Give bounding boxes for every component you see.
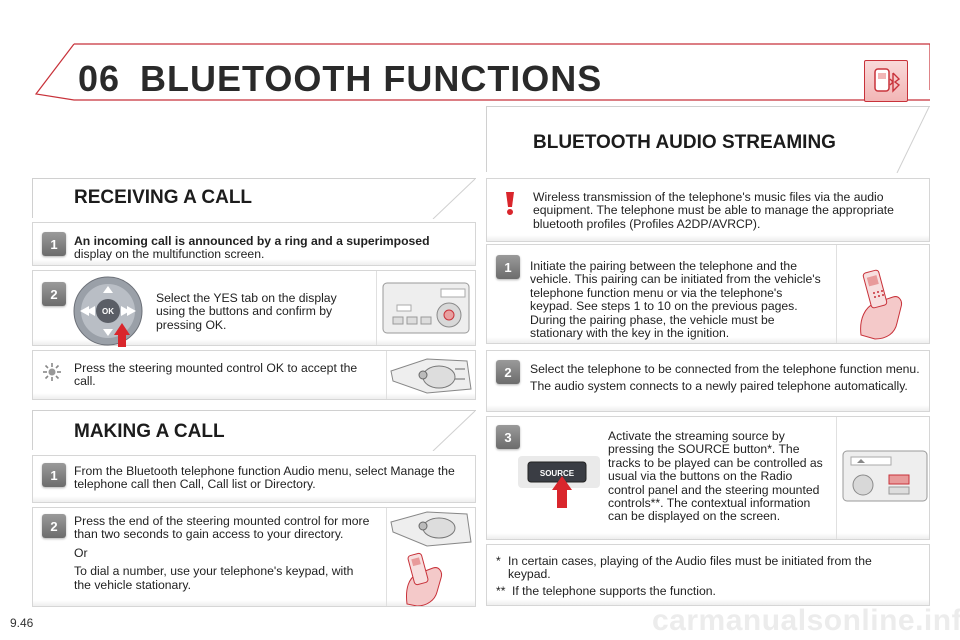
making-step-2-main: Press the end of the steering mounted co…	[74, 514, 370, 542]
receiving-section-frame	[32, 178, 476, 219]
streaming-warning	[486, 178, 930, 242]
ok-label: OK	[102, 307, 114, 316]
streaming-notes	[486, 544, 930, 606]
step-badge-1: 1	[42, 463, 66, 487]
receiving-step-3-text: Press the steering mounted control OK to…	[74, 361, 358, 389]
receiving-step-1-bold: An incoming call is announced by a ring …	[74, 234, 430, 248]
note-1-mark: *	[496, 554, 501, 568]
radio-panel-illustration	[376, 271, 475, 345]
receiving-step-2-text: Select the YES tab on the display using …	[156, 291, 337, 332]
streaming-step-3-text: Activate the streaming source by pressin…	[608, 429, 823, 524]
streaming-section-title: BLUETOOTH AUDIO STREAMING	[533, 132, 836, 153]
making-step-1	[32, 455, 476, 503]
making-step-2-alt: To dial a number, use your telephone's k…	[74, 564, 354, 592]
note-2-mark: **	[496, 584, 506, 598]
source-button-illustration: SOURCE	[518, 456, 600, 508]
chapter-number: 06	[78, 58, 121, 99]
header-frame	[34, 43, 930, 101]
steering-control-illustration	[386, 508, 475, 607]
receiving-step-1	[32, 222, 476, 266]
phone-in-hand-icon	[406, 552, 442, 607]
phone-in-hand-icon	[860, 269, 902, 340]
streaming-step-1-text: Initiate the pairing between the telepho…	[530, 259, 821, 341]
note-1-text: In certain cases, playing of the Audio f…	[507, 554, 872, 582]
bluetooth-phone-icon	[864, 60, 908, 102]
step-badge-1: 1	[496, 255, 520, 279]
note-2: ** If the telephone supports the functio…	[496, 584, 916, 598]
streaming-step-2-text: Select the telephone to be connected fro…	[530, 362, 920, 394]
source-button-label: SOURCE	[540, 469, 575, 478]
step-badge-2: 2	[496, 360, 520, 384]
making-section-title: MAKING A CALL	[74, 421, 225, 442]
making-step-2-text: Press the end of the steering mounted co…	[74, 514, 370, 592]
step-badge-3: 3	[496, 425, 520, 449]
making-step-1-text: From the Bluetooth telephone function Au…	[74, 464, 455, 492]
steering-control-illustration	[386, 351, 475, 399]
streaming-step-2-note: The audio system connects to a newly pai…	[530, 379, 908, 394]
step-badge-2: 2	[42, 514, 66, 538]
streaming-section-frame	[486, 106, 930, 173]
streaming-step-2-main: Select the telephone to be connected fro…	[530, 362, 920, 376]
note-2-text: If the telephone supports the function.	[512, 584, 716, 598]
receiving-step-1-text: An incoming call is announced by a ring …	[74, 234, 464, 262]
streaming-step-1	[486, 244, 930, 344]
receiving-step-1-rest: display on the multifunction screen.	[74, 247, 265, 262]
making-section-frame	[32, 410, 476, 451]
step-badge-2: 2	[42, 282, 66, 306]
receiving-section-title: RECEIVING A CALL	[74, 187, 253, 208]
light-tip-icon	[43, 363, 61, 381]
streaming-warning-text: Wireless transmission of the telephone's…	[533, 190, 894, 231]
streaming-step-2	[486, 350, 930, 412]
step-badge-1: 1	[42, 232, 66, 256]
ok-navigation-pad-icon: OK	[73, 276, 143, 347]
warning-exclamation-icon	[506, 192, 514, 215]
page-number: 9.46	[10, 616, 34, 630]
making-step-2-or: Or	[74, 545, 88, 560]
page-title: BLUETOOTH FUNCTIONS	[140, 58, 603, 99]
note-1: * In certain cases, playing of the Audio…	[496, 554, 916, 582]
phone-in-hand-illustration	[836, 245, 929, 343]
radio-panel-illustration	[836, 417, 929, 539]
watermark: carmanualsonline.info	[652, 604, 960, 637]
